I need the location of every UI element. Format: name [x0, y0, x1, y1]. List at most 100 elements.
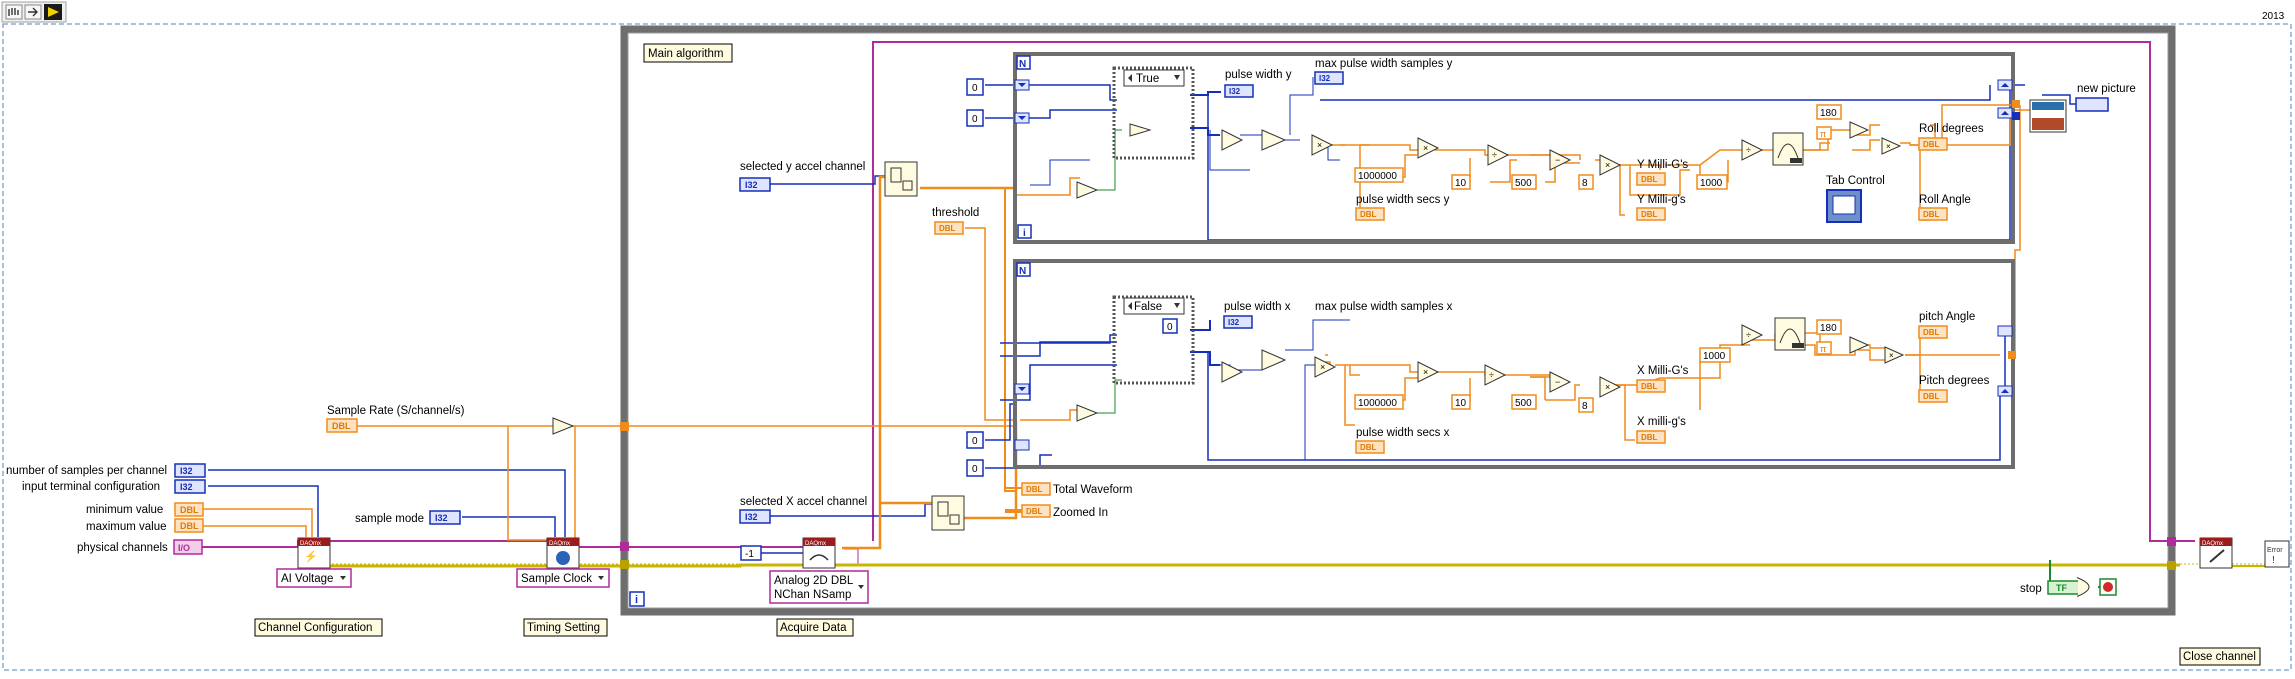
x-loop-zero-constant-2[interactable]: 0 — [966, 459, 984, 477]
svg-text:!: ! — [2272, 555, 2275, 566]
case-structure-y[interactable]: True — [1112, 66, 1195, 160]
for-loop-bottom-frame — [1013, 259, 2015, 469]
svg-text:AI Voltage: AI Voltage — [281, 573, 333, 585]
svg-text:1000000: 1000000 — [1358, 171, 1397, 182]
million-constant-x[interactable]: 1000000 — [1354, 394, 1404, 410]
eight-constant-x[interactable]: 8 — [1578, 397, 1594, 413]
total-waveform-indicator: DBL Total Waveform — [1021, 482, 1132, 496]
sample-mode-control[interactable]: sample mode I32 — [355, 510, 461, 525]
divide-node-y-1: ÷ — [1487, 144, 1510, 166]
y-loop-zero-constant-2[interactable]: 0 — [966, 109, 984, 127]
svg-text:N: N — [1019, 266, 1026, 277]
thousand-constant-x[interactable]: 1000 — [1699, 347, 1731, 363]
timing-setting-label: Timing Setting — [523, 618, 608, 637]
selected-y-channel-control[interactable]: selected y accel channel I32 — [739, 161, 865, 192]
ten-constant-x[interactable]: 10 — [1451, 394, 1471, 410]
svg-text:I32: I32 — [1319, 74, 1331, 83]
ten-constant-y[interactable]: 10 — [1451, 174, 1471, 190]
svg-text:DAQmx: DAQmx — [2202, 541, 2223, 547]
increment-node-y — [1129, 123, 1152, 137]
for-loop-top-iteration-terminal: i — [1017, 224, 1032, 239]
forward-arrow-icon[interactable] — [24, 4, 42, 20]
svg-text:pulse width y: pulse width y — [1225, 69, 1292, 81]
y-loop-zero-constant-1[interactable]: 0 — [966, 78, 984, 96]
task-tunnel-right — [2167, 537, 2176, 570]
svg-text:DAQmx: DAQmx — [805, 541, 826, 547]
five-hundred-constant-x[interactable]: 500 — [1511, 394, 1537, 410]
daqmx-timing-vi[interactable]: DAQmx — [546, 537, 580, 569]
eight-constant-y[interactable]: 8 — [1578, 174, 1594, 190]
pulse-width-secs-x-indicator: pulse width secs x DBL — [1355, 427, 1450, 454]
main-algorithm-label-box — [643, 43, 733, 63]
svg-text:DBL: DBL — [1360, 443, 1377, 452]
divide-node-y-3 — [1849, 121, 1870, 139]
daqmx-clear-task-vi[interactable]: DAQmx — [2199, 537, 2233, 569]
svg-text:Timing Setting: Timing Setting — [527, 622, 600, 634]
one-eighty-constant-y[interactable]: 180 — [1816, 104, 1842, 120]
x-milli-g-lower-indicator: X milli-g's DBL — [1636, 416, 1686, 444]
tab-control-indicator: Tab Control — [1826, 175, 1885, 223]
pi-constant-x: π — [1816, 341, 1832, 355]
stop-control[interactable]: stop TF — [2020, 580, 2081, 595]
num-samples-control[interactable]: number of samples per channel I32 — [6, 463, 206, 478]
daqmx-read-vi[interactable]: DAQmx — [802, 537, 836, 569]
svg-text:500: 500 — [1515, 178, 1532, 189]
threshold-control[interactable]: threshold DBL — [932, 207, 979, 235]
greater-than-node-x — [1076, 404, 1099, 422]
maximum-value-control[interactable]: maximum value DBL — [86, 518, 204, 533]
one-eighty-constant-x[interactable]: 180 — [1816, 319, 1842, 335]
svg-text:0: 0 — [972, 114, 978, 125]
svg-text:1000000: 1000000 — [1358, 398, 1397, 409]
svg-text:stop: stop — [2020, 583, 2042, 595]
case-structure-x[interactable]: False — [1112, 295, 1195, 385]
svg-text:Y Milli-G's: Y Milli-G's — [1637, 159, 1688, 171]
case-selector-y[interactable]: True — [1136, 73, 1159, 85]
thousand-constant-y[interactable]: 1000 — [1696, 174, 1728, 190]
physical-channels-control[interactable]: physical channels I/O — [77, 539, 203, 555]
five-hundred-constant-y[interactable]: 500 — [1511, 174, 1537, 190]
y-milli-g-lower-indicator: Y Milli-g's DBL — [1636, 194, 1686, 221]
bottom-loop-output-tunnels — [1997, 325, 2016, 397]
svg-text:sample mode: sample mode — [355, 513, 424, 525]
read-type-selector[interactable]: Analog 2D DBL NChan NSamp — [769, 570, 869, 604]
svg-text:selected y accel channel: selected y accel channel — [740, 161, 865, 173]
svg-text:I32: I32 — [745, 180, 758, 190]
main-algorithm-label: Main algorithm — [648, 48, 723, 60]
minus-one-constant[interactable]: -1 — [740, 545, 762, 561]
divide-node-x-2: ÷ — [1741, 324, 1764, 346]
simple-error-handler[interactable]: Error ! — [2264, 540, 2290, 568]
million-constant-y[interactable]: 1000000 — [1354, 167, 1404, 183]
svg-text:DAQmx: DAQmx — [549, 541, 570, 547]
svg-text:1000: 1000 — [1700, 178, 1723, 189]
svg-text:X Milli-G's: X Milli-G's — [1637, 365, 1689, 377]
hand-icon[interactable] — [5, 4, 23, 20]
shift-register-x-2 — [1014, 439, 1030, 451]
sample-rate-tunnel — [620, 422, 629, 431]
new-picture-indicator: new picture — [2075, 83, 2136, 112]
minimum-value-control[interactable]: minimum value DBL — [86, 502, 204, 517]
sample-clock-selector[interactable]: Sample Clock — [516, 568, 610, 588]
svg-text:Y Milli-g's: Y Milli-g's — [1637, 194, 1686, 206]
svg-text:÷: ÷ — [1489, 370, 1494, 380]
daqmx-create-channel-vi[interactable]: DAQmx ⚡ — [297, 537, 331, 569]
multiply-node-x-1: × — [1314, 356, 1337, 378]
for-loop-bottom-count-terminal: N — [1016, 262, 1031, 277]
svg-text:I32: I32 — [1228, 318, 1240, 327]
close-channel-label: Close channel — [2179, 647, 2261, 666]
run-arrow-icon[interactable] — [44, 4, 62, 20]
task-tunnel-left — [620, 542, 629, 569]
channel-configuration-label: Channel Configuration — [254, 618, 383, 637]
select-node-y — [1261, 129, 1287, 151]
svg-text:0: 0 — [972, 464, 978, 475]
selected-x-channel-control[interactable]: selected X accel channel I32 — [739, 496, 867, 524]
case-selector-x[interactable]: False — [1134, 301, 1162, 313]
ai-voltage-selector[interactable]: AI Voltage — [276, 568, 352, 588]
svg-text:Total Waveform: Total Waveform — [1053, 484, 1132, 496]
input-terminal-control[interactable]: input terminal configuration I32 — [22, 479, 206, 494]
divide-node-y-2: ÷ — [1741, 139, 1764, 161]
x-loop-zero-constant-1[interactable]: 0 — [966, 431, 984, 449]
sample-rate-control[interactable]: Sample Rate (S/channel/s) DBL — [326, 405, 465, 433]
x-loop-inner-zero-constant[interactable]: 0 — [1162, 318, 1178, 334]
svg-text:DBL: DBL — [332, 421, 351, 431]
